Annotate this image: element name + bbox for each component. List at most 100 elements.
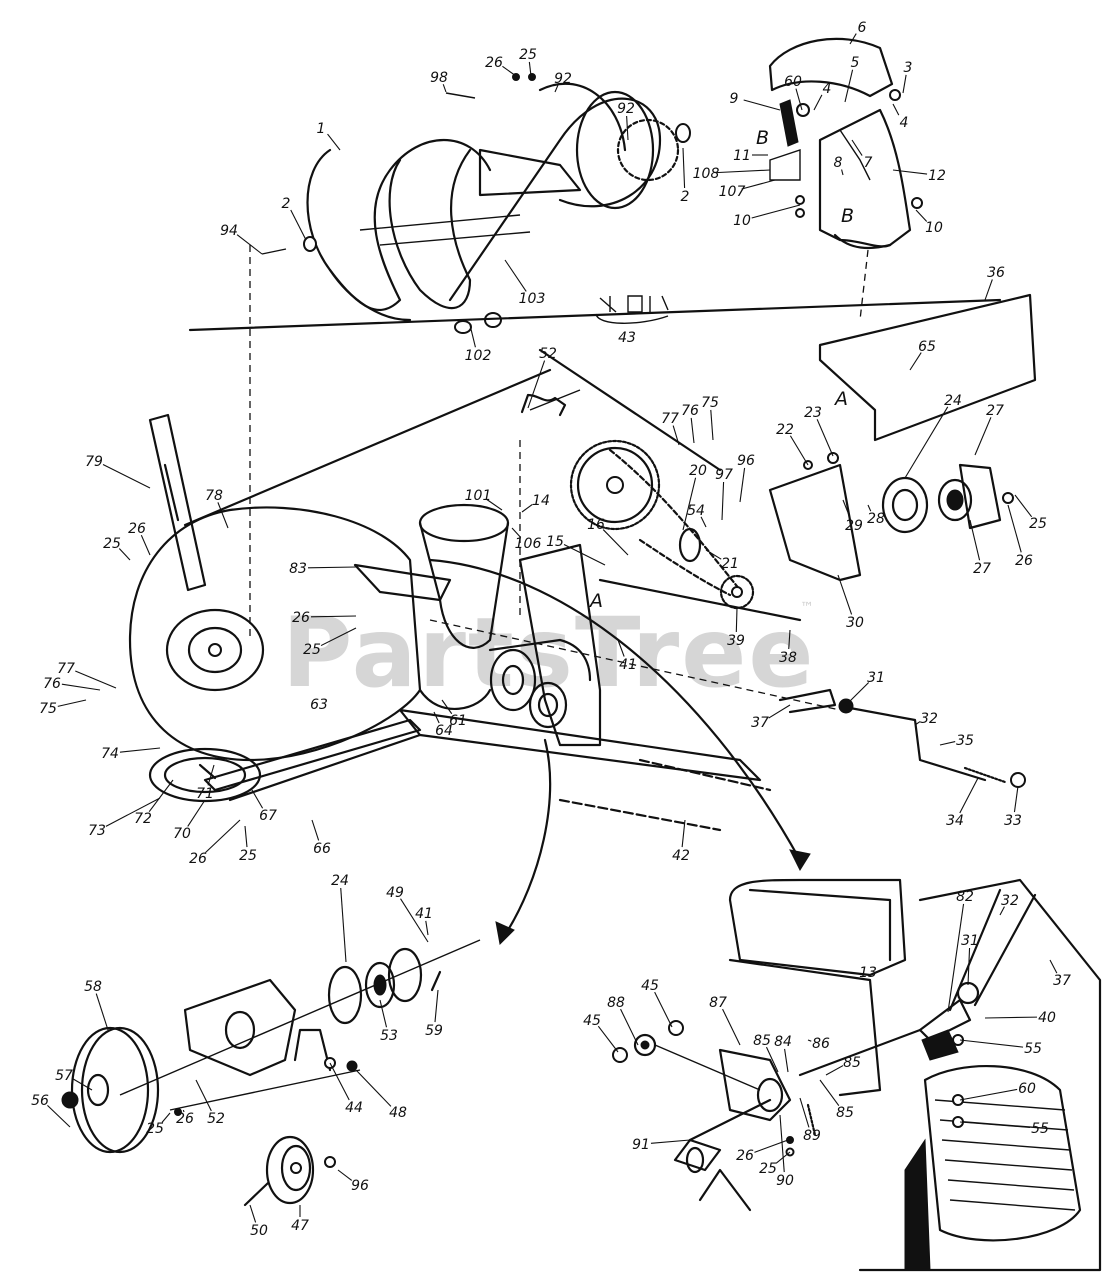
leader-line [327, 133, 341, 151]
callout-p15: 15 [546, 534, 564, 550]
leader-line [999, 906, 1005, 916]
callout-p76b: 76 [43, 676, 61, 692]
callout-p36: 36 [987, 265, 1005, 281]
callout-p86: 86 [812, 1036, 830, 1052]
leader-line [337, 1169, 353, 1181]
leader-line [195, 1079, 212, 1112]
leader-line [182, 1109, 185, 1113]
leader-line [400, 898, 429, 943]
leader-line [984, 279, 993, 301]
leader-line [959, 1039, 1024, 1048]
impeller-drive-detail [61, 939, 481, 1207]
chute-deflector [768, 37, 923, 321]
leader-line [765, 1046, 779, 1073]
callout-p39: 39 [727, 633, 745, 649]
leader-line [722, 1008, 741, 1046]
leader-line [819, 1079, 840, 1107]
callout-p14: 14 [532, 493, 550, 509]
callout-p22: 22 [776, 422, 794, 438]
leader-line [486, 498, 503, 511]
callout-p31a: 31 [867, 670, 885, 686]
callout-p32a: 32 [920, 711, 938, 727]
leader-line [1014, 494, 1033, 518]
mark-a-lower: A [588, 590, 603, 612]
leader-line [102, 463, 151, 489]
leader-line [841, 169, 844, 176]
callout-p41b: 41 [415, 906, 433, 922]
mark-a-upper: A [833, 388, 848, 410]
leader-line [892, 103, 900, 116]
callout-p60a: 60 [784, 74, 802, 90]
leader-line [789, 435, 809, 466]
callout-p9: 9 [730, 91, 739, 107]
callout-p71: 71 [196, 786, 214, 802]
leader-line [236, 234, 263, 255]
leader-line [72, 1078, 93, 1091]
leader-line [672, 425, 680, 446]
leader-line [682, 147, 686, 189]
leader-line [329, 1062, 350, 1101]
leader-line [768, 704, 791, 719]
callout-p6: 6 [858, 20, 867, 36]
leader-line [710, 409, 714, 441]
leader-line [425, 920, 429, 936]
leader-line [244, 825, 248, 848]
leader-line [837, 574, 853, 615]
leader-line [527, 360, 546, 409]
leader-line [700, 516, 707, 528]
leader-line [967, 947, 971, 986]
callout-p94: 94 [220, 223, 238, 239]
callout-p50: 50 [250, 1223, 268, 1239]
callout-p102: 102 [465, 348, 492, 364]
leader-line [469, 324, 476, 348]
leader-line [217, 502, 229, 529]
callout-p75b: 75 [39, 701, 57, 717]
callout-p4a: 4 [823, 81, 832, 97]
lift-rod [558, 688, 1026, 832]
leader-line [743, 99, 781, 111]
leader-line [251, 789, 264, 809]
callout-p76a: 76 [681, 403, 699, 419]
leader-line [849, 33, 857, 45]
leader-line [311, 819, 320, 841]
callout-p44: 44 [345, 1100, 363, 1116]
leader-line [511, 527, 522, 538]
leader-line [788, 629, 791, 650]
callout-p5: 5 [851, 55, 860, 71]
leader-line [799, 1097, 810, 1128]
leader-line [959, 1121, 1031, 1128]
callout-p97: 97 [715, 467, 733, 483]
callout-p24a: 24 [944, 393, 962, 409]
callout-p48: 48 [389, 1105, 407, 1121]
callout-p13: 13 [859, 965, 877, 981]
callout-p90: 90 [776, 1173, 794, 1189]
leader-line [739, 467, 746, 503]
leader-line [959, 777, 979, 814]
leader-line [947, 903, 965, 1013]
leader-line [47, 1104, 71, 1128]
callout-p26b: 26 [128, 521, 146, 537]
leader-line [681, 819, 686, 848]
callout-p77a: 77 [661, 411, 679, 427]
callout-p82: 82 [956, 889, 974, 905]
callout-p40: 40 [1038, 1010, 1056, 1026]
callout-p25e: 25 [239, 848, 257, 864]
leader-line [205, 819, 241, 854]
leader-line [61, 683, 101, 691]
leader-line [433, 711, 440, 724]
callout-p38: 38 [779, 650, 797, 666]
callout-p52b: 52 [207, 1111, 225, 1127]
leader-line [784, 1048, 789, 1073]
leader-line [1013, 785, 1019, 813]
leader-line [974, 417, 992, 456]
leader-line [904, 406, 949, 479]
callout-p72: 72 [134, 811, 152, 827]
leader-line [902, 74, 907, 94]
callout-p32b: 32 [1001, 893, 1019, 909]
callout-p20: 20 [689, 463, 707, 479]
callout-p49: 49 [386, 885, 404, 901]
leader-line [563, 543, 606, 566]
callout-p66: 66 [313, 841, 331, 857]
callout-p16: 16 [587, 517, 605, 533]
leader-line [650, 1139, 691, 1144]
